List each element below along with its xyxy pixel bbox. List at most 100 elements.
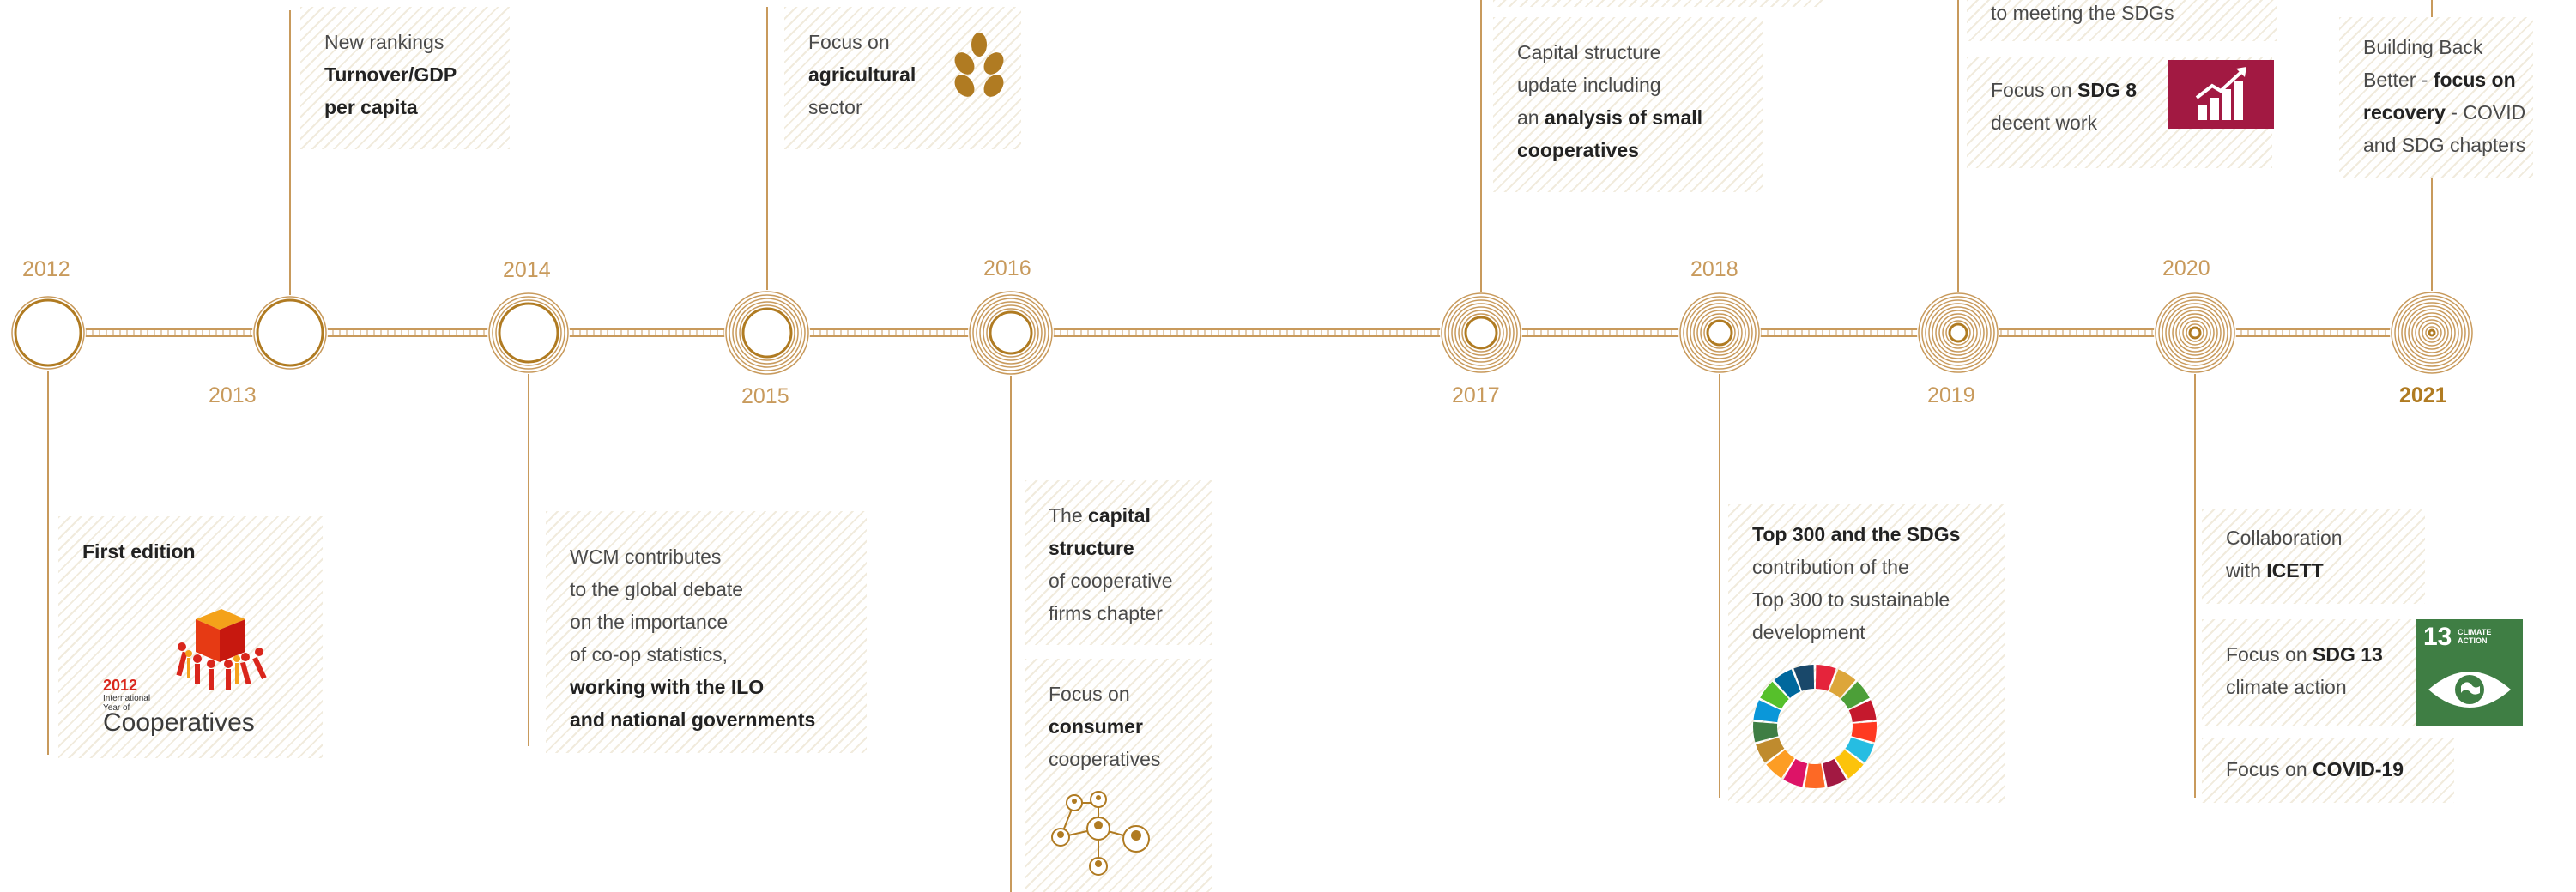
event-2019b-line1: Focus on SDG 8 bbox=[1991, 79, 2138, 101]
year-node-ring bbox=[2158, 296, 2232, 370]
sdg-wheel-segment bbox=[1845, 737, 1874, 763]
year-node-2014 bbox=[498, 302, 559, 364]
event-2016a-line1: The capital bbox=[1049, 504, 1151, 527]
year-2012: 2012 bbox=[22, 257, 70, 281]
sdg-wheel-segment bbox=[1753, 721, 1779, 743]
year-node-2017 bbox=[1464, 316, 1498, 350]
event-2016b-line2: consumer bbox=[1049, 715, 1143, 738]
event-2021-line3: recovery - COVID bbox=[2363, 101, 2526, 124]
year-node-2012 bbox=[14, 298, 82, 367]
year-node-2021 bbox=[2428, 328, 2436, 337]
year-node-ring bbox=[1451, 303, 1511, 363]
year-node-ring bbox=[2411, 312, 2452, 353]
year-node-ring bbox=[253, 296, 327, 370]
year-node-2020 bbox=[2188, 326, 2202, 340]
year-node-ring bbox=[1441, 292, 1521, 373]
event-2017-line2: update including bbox=[1517, 74, 1661, 96]
year-node-ring bbox=[1686, 299, 1753, 366]
year-node-ring bbox=[1928, 303, 1988, 363]
event-2021-line1: Building Back bbox=[2363, 36, 2483, 58]
year-node-ring bbox=[2162, 299, 2228, 366]
sdg-wheel-segment bbox=[1783, 758, 1808, 787]
year-node-ring bbox=[11, 296, 85, 370]
year-node-ring bbox=[2391, 292, 2473, 374]
iyc-logo-year: 2012 bbox=[103, 677, 138, 694]
year-node-ring bbox=[2182, 320, 2208, 346]
year-node-ring bbox=[1454, 306, 1508, 359]
year-node-ring bbox=[979, 301, 1043, 365]
wheat-icon bbox=[954, 33, 1004, 97]
year-node-ring bbox=[972, 294, 1049, 371]
sdg-wheel-segment bbox=[1760, 681, 1789, 709]
year-node-ring bbox=[1458, 310, 1504, 356]
event-2018-line1: Top 300 and the SDGs bbox=[1752, 523, 1961, 545]
event-2016a-line2: structure bbox=[1049, 537, 1134, 559]
sdg-wheel-segment bbox=[1815, 665, 1836, 691]
year-2017: 2017 bbox=[1452, 383, 1500, 407]
event-2015-box: Focus on agricultural sector bbox=[784, 7, 1021, 149]
year-node-ring bbox=[732, 298, 802, 368]
sdg-wheel-segment bbox=[1822, 758, 1847, 787]
year-node-ring bbox=[1696, 310, 1743, 356]
year-2015: 2015 bbox=[741, 384, 789, 408]
year-node-ring bbox=[2179, 316, 2211, 349]
event-2018-line3: Top 300 to sustainable bbox=[1752, 588, 1950, 611]
year-node-ring bbox=[1935, 310, 1981, 356]
sdg13-badge-number: 13 bbox=[2423, 623, 2452, 651]
event-2019a-line1: to meeting the SDGs bbox=[1991, 2, 2174, 24]
event-2021-line4: and SDG chapters bbox=[2363, 134, 2526, 156]
event-2012-title: First edition bbox=[82, 540, 196, 563]
event-2017-line1: Capital structure bbox=[1517, 41, 1661, 63]
year-node-ring bbox=[1690, 303, 1750, 363]
event-2020-covid-box: Focus on COVID-19 bbox=[2202, 738, 2454, 803]
year-node-ring bbox=[2408, 309, 2456, 357]
iyc-logo-word: Cooperatives bbox=[103, 708, 255, 737]
event-2013-line1: New rankings bbox=[324, 31, 444, 53]
year-node-ring bbox=[986, 308, 1036, 358]
year-node-ring bbox=[2404, 305, 2459, 360]
year-node-2016 bbox=[989, 310, 1033, 355]
year-node-ring bbox=[492, 296, 565, 370]
year-node-ring bbox=[1693, 306, 1746, 359]
event-2016-consumer-box: Focus on consumer cooperatives bbox=[1025, 659, 1212, 892]
year-node-ring bbox=[729, 294, 806, 371]
sdg-wheel-segment bbox=[1851, 721, 1877, 743]
sdg-wheel-segment bbox=[1774, 669, 1801, 698]
event-2014-line3: on the importance bbox=[570, 611, 729, 633]
year-node-ring bbox=[1918, 292, 1999, 373]
year-node-ring bbox=[969, 291, 1053, 375]
year-node-ring bbox=[1921, 296, 1995, 370]
event-2018-line2: contribution of the bbox=[1752, 556, 1909, 578]
event-2020b-line2: climate action bbox=[2226, 676, 2347, 698]
sdg-wheel-segment bbox=[1756, 737, 1785, 763]
event-2017-box: Capital structure update including an an… bbox=[1493, 17, 1763, 192]
iyc-logo-line1: International bbox=[103, 694, 151, 703]
event-2017-top-box-fragment bbox=[1493, 0, 1823, 7]
event-2020-icett-box: Collaboration with ICETT bbox=[2202, 509, 2425, 604]
sdg-wheel-segment bbox=[1829, 669, 1856, 698]
sdg-wheel-segment bbox=[1848, 700, 1877, 723]
iyc-2012-logo: 2012 International Year of Cooperatives bbox=[103, 595, 275, 736]
event-2016a-line4: firms chapter bbox=[1049, 602, 1163, 624]
event-2016a-line3: of cooperative bbox=[1049, 570, 1173, 592]
network-people-icon bbox=[1051, 791, 1150, 876]
event-2020a-line1: Collaboration bbox=[2226, 527, 2343, 549]
year-node-ring bbox=[1938, 313, 1978, 353]
event-2014-line1: WCM contributes bbox=[570, 545, 722, 568]
year-node-2015 bbox=[741, 307, 793, 359]
year-2020: 2020 bbox=[2162, 256, 2210, 280]
year-node-ring bbox=[2415, 316, 2449, 350]
sdg-wheel-segment bbox=[1835, 750, 1864, 779]
year-node-ring bbox=[2186, 323, 2204, 342]
year-node-ring bbox=[1683, 296, 1757, 370]
event-2015-line1: Focus on bbox=[808, 31, 890, 53]
event-2020c-line1: Focus on COVID-19 bbox=[2226, 758, 2404, 780]
event-2013-line2: Turnover/GDP bbox=[324, 63, 457, 86]
year-node-ring bbox=[1945, 320, 1971, 346]
event-2014-line6: and national governments bbox=[570, 708, 816, 731]
event-2017-line4: cooperatives bbox=[1517, 139, 1639, 161]
event-2014-line5: working with the ILO bbox=[570, 676, 765, 698]
event-2012-box: First edition 2012 bbox=[58, 516, 323, 758]
